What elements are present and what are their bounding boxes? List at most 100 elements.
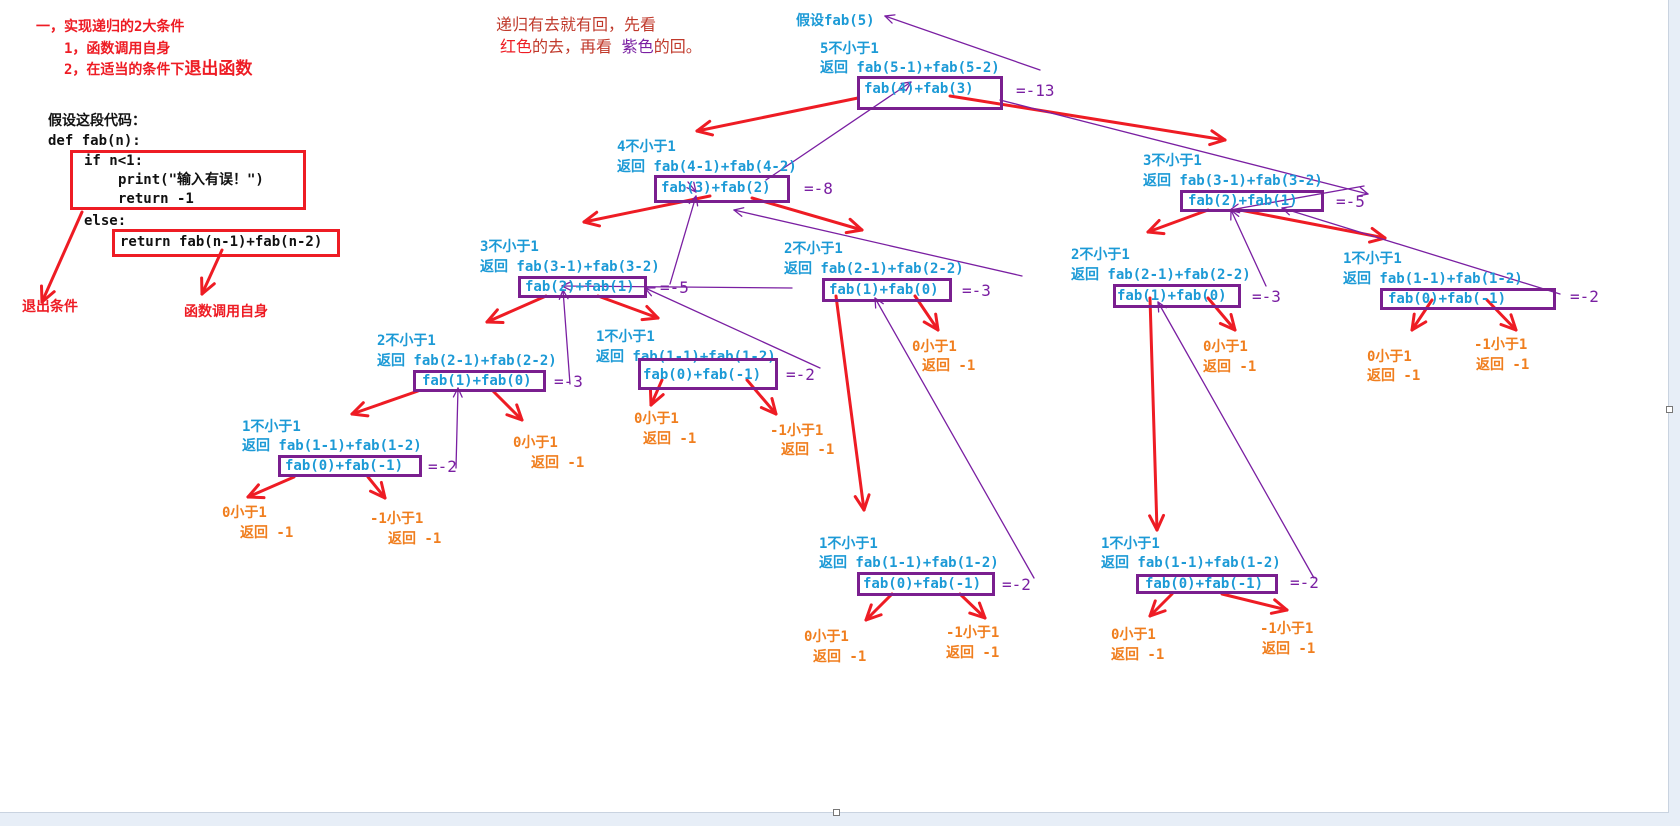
call-arrow-head-22b [770, 397, 778, 416]
return-arrow-head-34a [733, 207, 745, 211]
node-n1d-return: 返回 fab(1-1)+fab(1-2) [1101, 555, 1281, 571]
call-arrow-head-19b [246, 495, 266, 500]
return-arrow-line-29 [687, 181, 697, 193]
call-arrow-head-5b [582, 220, 602, 228]
call-arrow-line-10 [596, 294, 660, 320]
call-arrow-head-16b [1509, 313, 1518, 332]
call-arrow-line-23 [864, 592, 894, 622]
leaf-9-return: 返回 -1 [1476, 357, 1530, 373]
call-arrow-head-21b [649, 393, 665, 407]
leaf-11-cond: -1小于1 [946, 625, 1000, 641]
return-arrow-line-41 [1281, 207, 1561, 295]
call-arrow-head-26a [1269, 608, 1289, 615]
call-arrow-head-9b [485, 320, 505, 325]
node-n1b-box [638, 358, 778, 390]
node-n3a-box [518, 276, 647, 298]
call-arrow-head-10b [645, 305, 660, 320]
intro-condition-1: 1，函数调用自身 [64, 41, 171, 57]
return-arrow-head-27b [884, 15, 893, 24]
node-n4-expr: fab(3)+fab(2) [661, 180, 771, 196]
node-n4-return: 返回 fab(4-1)+fab(4-2) [617, 159, 797, 175]
self-call-box [112, 229, 340, 257]
leaf-6-return: 返回 -1 [922, 358, 976, 374]
node-n1d-cond: 1不小于1 [1101, 536, 1160, 552]
node-n2c-cond: 2不小于1 [1071, 247, 1130, 263]
call-arrow-head-14b [1229, 313, 1237, 332]
node-n3b-box [1180, 190, 1324, 212]
leaf-13-cond: -1小于1 [1260, 621, 1314, 637]
node-n1b-cond: 1不小于1 [596, 329, 655, 345]
code-line-6: return fab(n-1)+fab(n-2) [120, 234, 323, 250]
call-arrow-head-8b [1370, 226, 1387, 240]
assume-fab5: 假设fab(5) [796, 13, 875, 29]
node-n2b-cond: 2不小于1 [784, 241, 843, 257]
leaf-10-cond: 0小于1 [804, 629, 849, 645]
node-n2b-return: 返回 fab(2-1)+fab(2-2) [784, 261, 964, 277]
call-arrow-line-7 [1146, 208, 1210, 234]
return-arrow-line-33 [561, 285, 793, 289]
call-arrow-head-2b [200, 282, 216, 296]
call-arrow-head-12b [934, 312, 940, 332]
call-arrow-head-13a [1148, 514, 1159, 532]
return-arrow-line-34 [733, 209, 1023, 277]
resize-handle-right[interactable] [1666, 406, 1673, 413]
node-n3b-result: =-5 [1336, 192, 1365, 211]
intro-heading: 一，实现递归的2大条件 [36, 19, 185, 35]
leaf-5-cond: -1小于1 [770, 423, 824, 439]
return-arrow-head-28b [900, 81, 912, 85]
node-n1e-cond: 1不小于1 [1343, 251, 1402, 267]
code-line-4: return -1 [118, 191, 194, 207]
code-line-3: print("输入有误！") [118, 172, 264, 188]
call-arrow-line-18 [491, 389, 524, 422]
return-arrow-line-38 [874, 297, 1035, 579]
call-arrow-line-22 [745, 378, 778, 416]
node-n1d-box [1136, 574, 1278, 594]
call-arrow-head-13b [1155, 513, 1166, 532]
leaf-11-return: 返回 -1 [946, 645, 1000, 661]
call-arrow-line-24 [958, 592, 987, 620]
call-arrow-head-19a [246, 483, 260, 499]
call-arrow-head-12a [922, 320, 940, 332]
call-arrow-head-15a [1410, 312, 1416, 332]
return-arrow-line-31 [1229, 185, 1365, 211]
leaf-7-cond: 0小于1 [1203, 339, 1248, 355]
return-arrow-head-28a [905, 81, 912, 92]
call-arrow-head-23b [864, 613, 883, 622]
node-n3a-expr: fab(2)+fab(1) [525, 279, 635, 295]
code-line-2: if n<1: [84, 153, 144, 169]
return-arrow-line-39 [1230, 209, 1267, 287]
leaf-1-return: 返回 -1 [240, 525, 294, 541]
node-n2c-box [1113, 284, 1241, 308]
return-arrow-line-28 [765, 81, 912, 181]
node-n3b-expr: fab(2)+fab(1) [1188, 193, 1298, 209]
node-n2a-cond: 2不小于1 [377, 333, 436, 349]
call-arrow-line-20 [366, 475, 387, 500]
call-arrow-line-14 [1206, 296, 1237, 332]
node-n1c-expr: fab(0)+fab(-1) [863, 576, 982, 592]
return-arrow-line-35 [562, 289, 571, 385]
node-n1d-expr: fab(0)+fab(-1) [1145, 576, 1264, 592]
call-arrow-head-21a [648, 387, 653, 407]
leaf-1-cond: 0小于1 [222, 505, 267, 521]
node-n2c-expr: fab(1)+fab(0) [1117, 288, 1227, 304]
call-arrow-line-6 [750, 196, 864, 232]
node-n4-cond: 4不小于1 [617, 139, 676, 155]
leaf-7-return: 返回 -1 [1203, 359, 1257, 375]
call-arrow-head-1a [39, 284, 44, 304]
node-n2a-result: =-3 [554, 372, 583, 391]
node-n1e-expr: fab(0)+fab(-1) [1388, 291, 1507, 307]
node-n2b-result: =-3 [962, 281, 991, 300]
leaf-12-cond: 0小于1 [1111, 627, 1156, 643]
node-n3b-return: 返回 fab(3-1)+fab(3-2) [1143, 173, 1323, 189]
node-n1c-return: 返回 fab(1-1)+fab(1-2) [819, 555, 999, 571]
resize-handle-bottom[interactable] [833, 809, 840, 816]
call-arrow-line-11 [834, 294, 866, 512]
call-arrow-head-25a [1148, 599, 1157, 618]
call-arrow-line-16 [1485, 298, 1518, 332]
return-arrow-line-40 [1157, 301, 1315, 579]
call-arrow-line-25 [1148, 592, 1174, 618]
leaf-3-cond: 0小于1 [513, 435, 558, 451]
node-n1d-result: =-2 [1290, 573, 1319, 592]
leaf-10-return: 返回 -1 [813, 649, 867, 665]
call-arrow-head-18a [505, 413, 524, 422]
